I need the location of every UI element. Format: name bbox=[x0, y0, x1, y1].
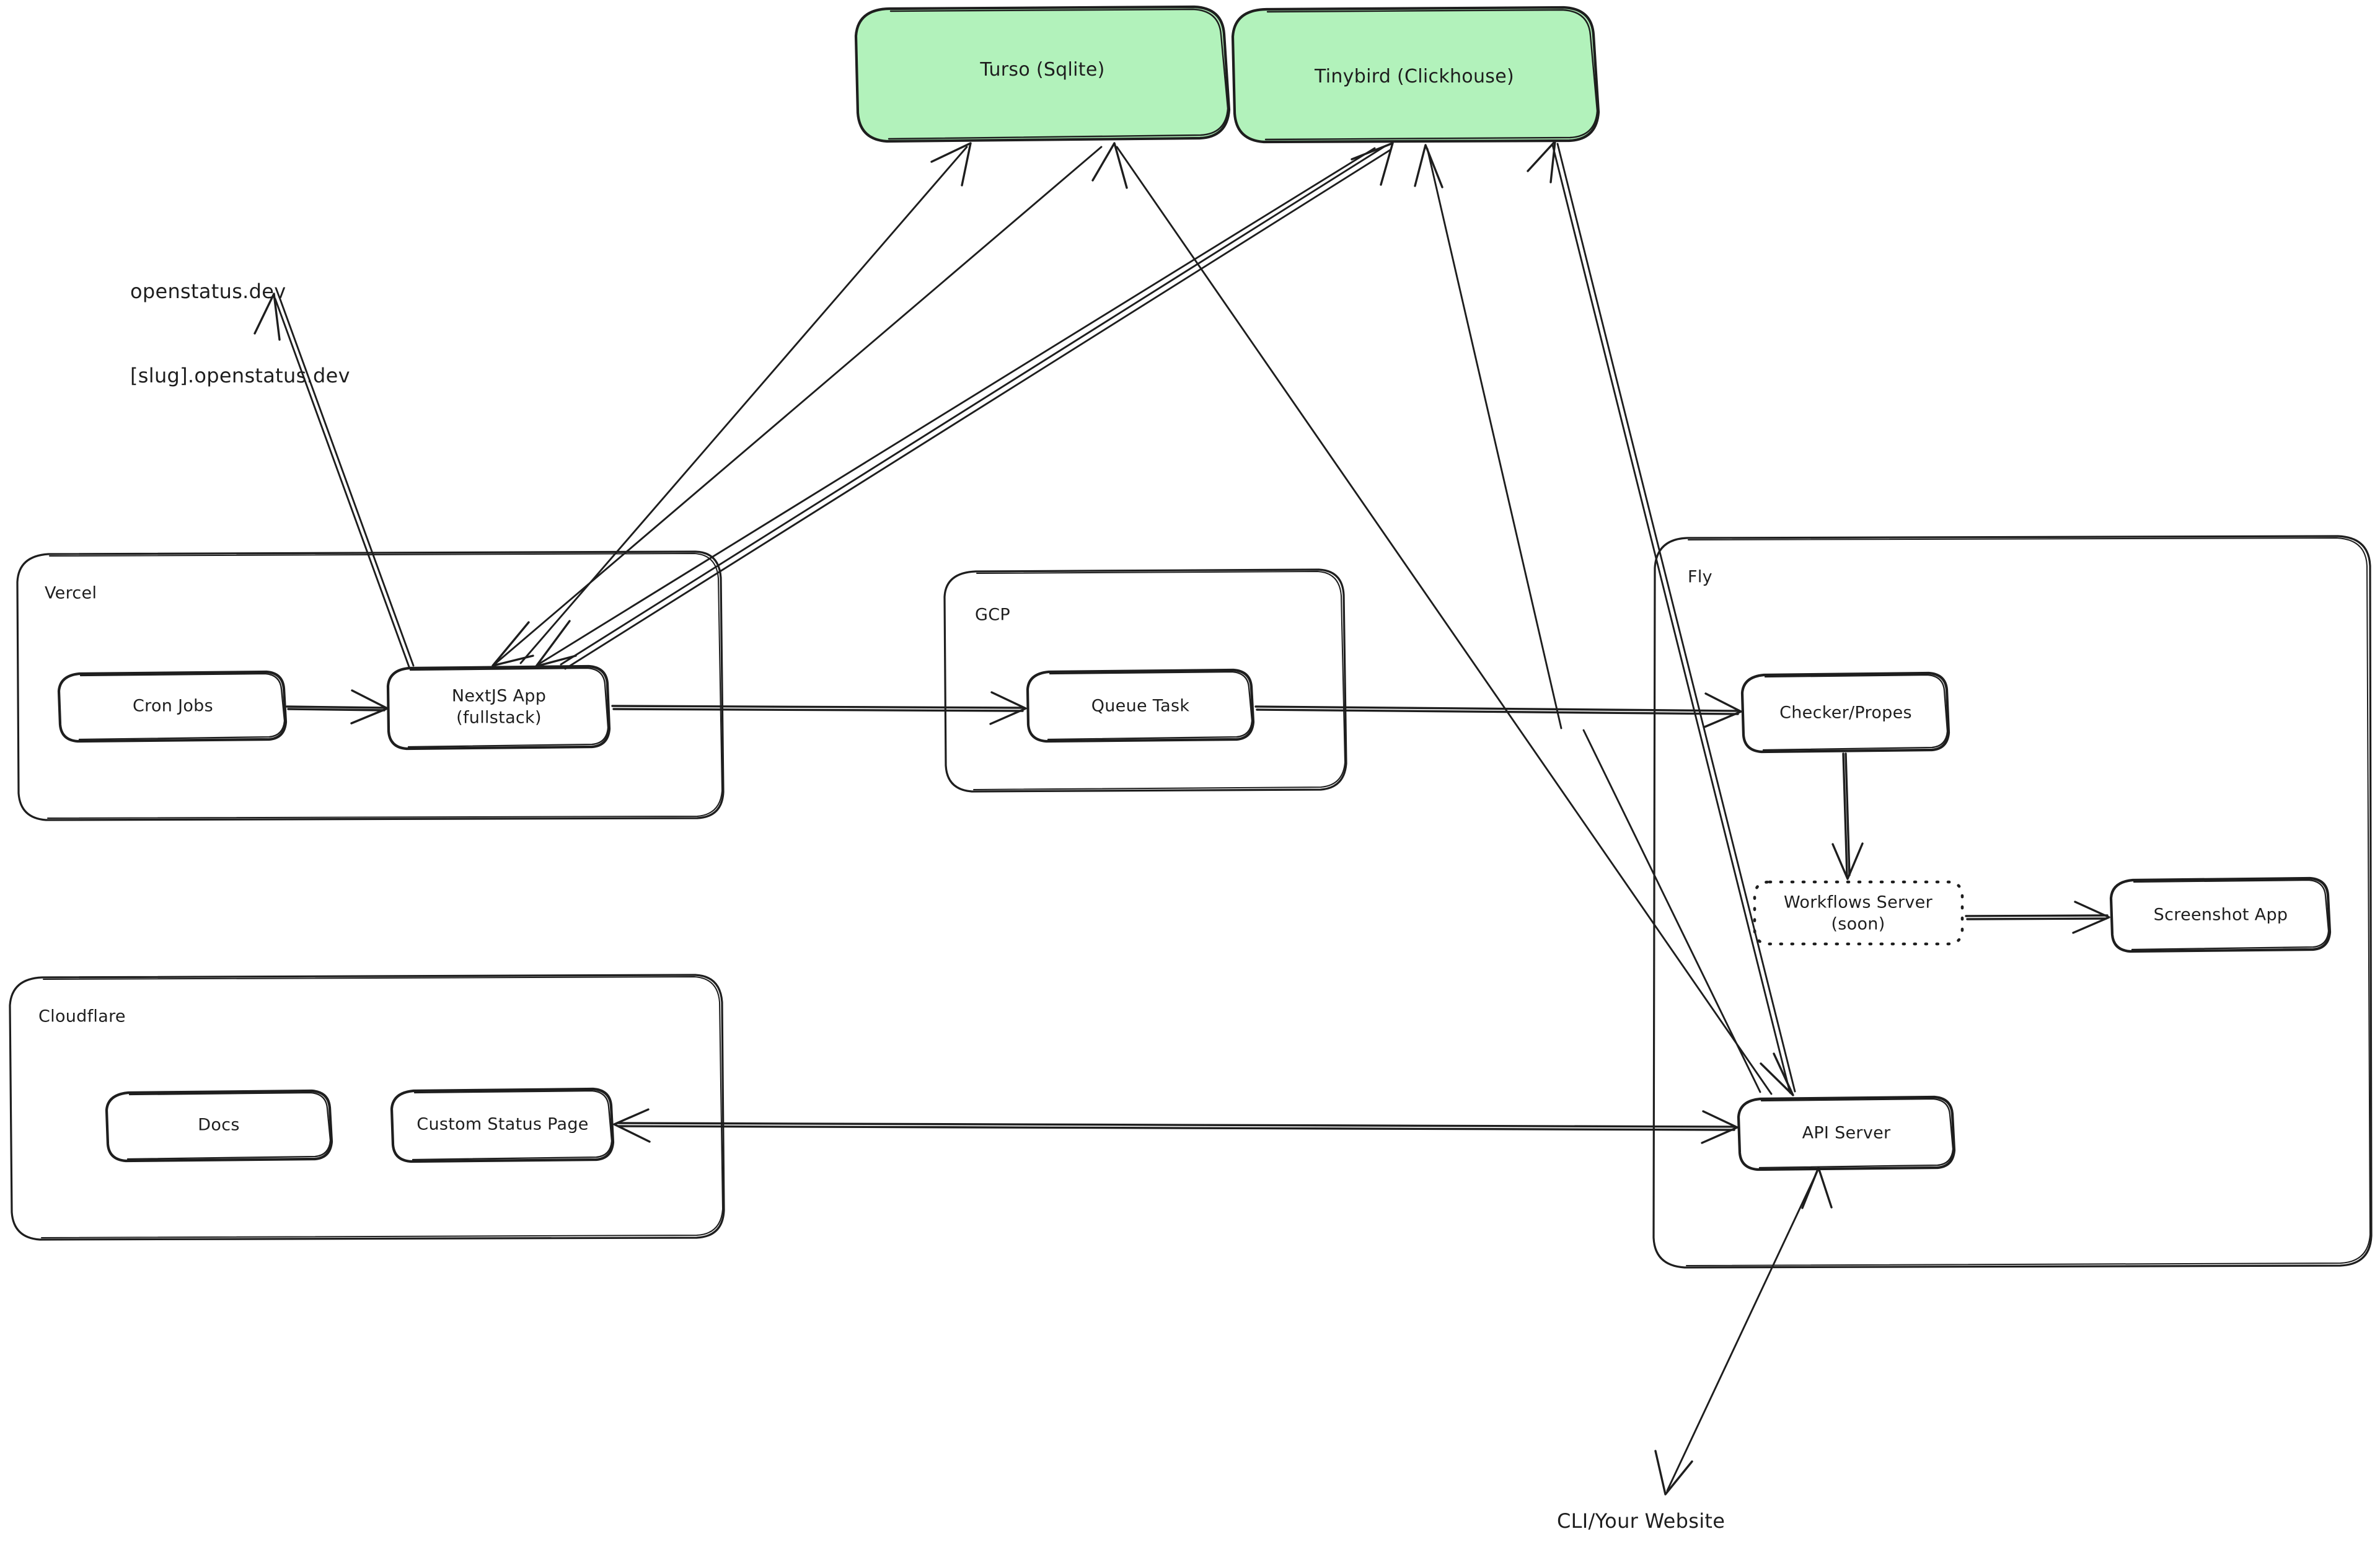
node-label-screenshot-app: Screenshot App bbox=[2153, 905, 2288, 925]
label-domain-primary: openstatus.dev bbox=[130, 279, 286, 303]
node-label-nextjs-app: NextJS App (fullstack) bbox=[451, 686, 547, 727]
label-client: CLI/Your Website bbox=[1557, 1509, 1726, 1533]
edge-checker-to-workflows bbox=[1831, 752, 1864, 880]
node-custom-status-page[interactable] bbox=[390, 1087, 615, 1163]
group-fly bbox=[1652, 535, 2373, 1269]
edge-nextjs-to-tinybird bbox=[560, 142, 1394, 670]
edge-nextjs-to-domains bbox=[253, 293, 415, 668]
node-nextjs-app[interactable] bbox=[386, 664, 611, 751]
node-cron-jobs[interactable] bbox=[57, 670, 288, 743]
edge-nextjs-to-turso bbox=[519, 142, 972, 664]
edge-turso-to-nextjs bbox=[491, 146, 1103, 667]
label-domains: openstatus.dev [slug].openstatus.dev bbox=[130, 221, 350, 447]
node-workflows-server[interactable] bbox=[1753, 880, 1964, 946]
node-label-custom-status-page: Custom Status Page bbox=[416, 1114, 589, 1134]
label-domain-slug: [slug].openstatus.dev bbox=[130, 364, 350, 388]
node-label-workflows-server: Workflows Server (soon) bbox=[1784, 892, 1933, 933]
node-screenshot-app[interactable] bbox=[2109, 876, 2332, 953]
node-docs[interactable] bbox=[105, 1089, 333, 1163]
group-label-fly: Fly bbox=[1688, 567, 1712, 587]
node-queue-task[interactable] bbox=[1026, 668, 1255, 743]
edge-cron-to-nextjs bbox=[286, 689, 389, 725]
node-api-server[interactable] bbox=[1737, 1095, 1956, 1171]
group-gcp bbox=[943, 568, 1347, 793]
group-cloudflare bbox=[9, 974, 725, 1241]
edge-queue-to-checker bbox=[1254, 692, 1742, 728]
edge-api-server-to-turso bbox=[1091, 142, 1773, 1095]
edge-workflows-to-screenshot bbox=[1965, 901, 2110, 934]
group-label-cloudflare: Cloudflare bbox=[38, 1007, 126, 1026]
group-vercel bbox=[16, 550, 725, 821]
node-label-turso: Turso (Sqlite) bbox=[980, 58, 1105, 81]
node-label-docs: Docs bbox=[198, 1115, 240, 1135]
edge-status-page-to-api-server bbox=[613, 1108, 1739, 1144]
node-label-tinybird: Tinybird (Clickhouse) bbox=[1315, 65, 1514, 87]
node-label-api-server: API Server bbox=[1802, 1123, 1891, 1143]
edge-checker-to-tinybird bbox=[1414, 144, 1562, 729]
node-checker-probes[interactable] bbox=[1740, 671, 1950, 754]
node-tinybird[interactable] bbox=[1231, 6, 1600, 144]
node-turso[interactable] bbox=[854, 5, 1231, 143]
node-label-cron-jobs: Cron Jobs bbox=[133, 696, 213, 716]
edge-api-server-to-client bbox=[1654, 1166, 1833, 1496]
edge-tinybird-to-nextjs bbox=[535, 147, 1376, 668]
node-label-checker-probes: Checker/Propes bbox=[1779, 703, 1912, 723]
edge-into-api-server-upper bbox=[1582, 729, 1761, 1093]
edge-nextjs-to-queue bbox=[611, 691, 1027, 725]
group-label-vercel: Vercel bbox=[45, 583, 97, 603]
edge-tinybird-to-api-server bbox=[1527, 140, 1796, 1096]
group-label-gcp: GCP bbox=[975, 605, 1010, 625]
node-label-queue-task: Queue Task bbox=[1091, 696, 1190, 716]
